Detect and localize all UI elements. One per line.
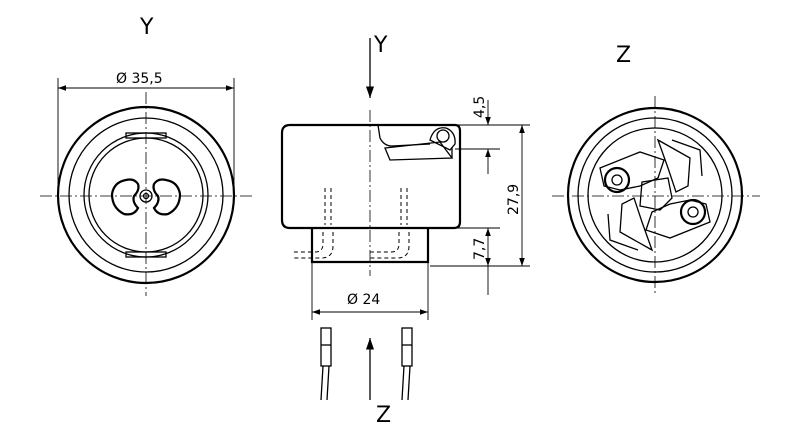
- view-z-bottom: Z: [552, 43, 760, 296]
- view-z-label: Z: [616, 43, 631, 68]
- total-height-label: 27,9: [506, 184, 522, 215]
- z-outer-ring: [566, 106, 744, 284]
- outer-diameter-label: Ø 35,5: [116, 71, 163, 87]
- top-depth-label: 4,5: [472, 96, 488, 118]
- base-height-label: 7,7: [472, 238, 488, 260]
- view-y-top: Y Ø 35,5: [40, 15, 252, 296]
- outer-diameter-dimension: Ø 35,5: [57, 71, 235, 200]
- base-diameter-dimension: Ø 24: [311, 262, 429, 320]
- hidden-pins: [292, 188, 410, 259]
- section-cut: [377, 124, 456, 161]
- view-y-arrow-label: Y: [373, 33, 388, 58]
- view-y-label: Y: [139, 15, 154, 40]
- z-contact-mechanism: [599, 138, 711, 252]
- view-side: Y: [280, 33, 530, 428]
- holder-body: [280, 123, 462, 230]
- view-z-arrow-label: Z: [376, 403, 391, 428]
- height-dimensions: 4,5 27,9 7,7: [430, 96, 530, 295]
- base-diameter-label: Ø 24: [347, 292, 380, 308]
- contact-pins: [320, 327, 413, 401]
